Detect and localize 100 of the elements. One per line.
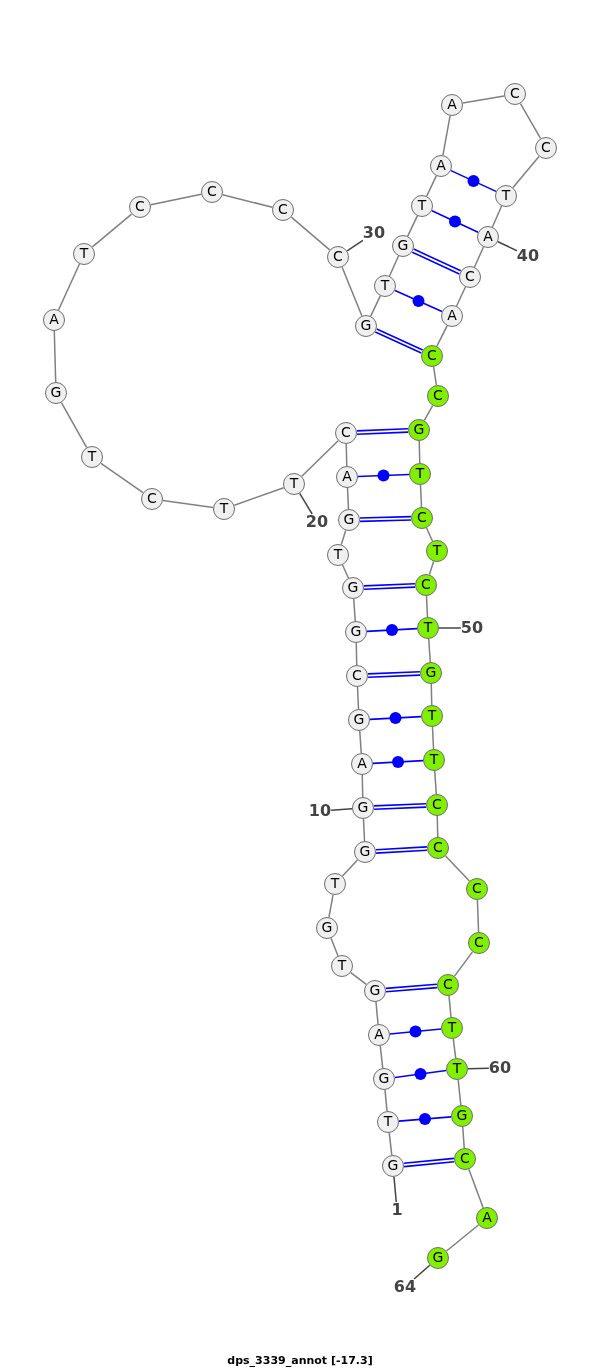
leader-line (497, 240, 518, 252)
backbone-line (519, 102, 542, 140)
backbone-line (57, 263, 81, 311)
base-pair-line (402, 1157, 456, 1168)
backbone-line (91, 213, 133, 248)
nucleotide-circle: T (283, 473, 305, 495)
nucleotide-circle: T (73, 243, 95, 265)
nucleotide-circle: G (352, 797, 374, 819)
nucleotide-circle: T (426, 540, 448, 562)
nucleotide-circle: A (336, 466, 358, 488)
nucleotide-circle: T (495, 185, 517, 207)
nucleotide-circle: T (81, 446, 103, 468)
backbone-line (457, 1079, 462, 1106)
base-pair-line (374, 328, 424, 354)
backbone-line (53, 330, 57, 383)
nucleotide-circle: G (342, 577, 364, 599)
backbone-line (462, 95, 505, 104)
backbone-line (150, 193, 202, 206)
leader-line (346, 239, 364, 252)
nucleotide-circle: C (411, 507, 433, 529)
nucleotide-circle: A (351, 753, 373, 775)
backbone-line (233, 486, 285, 507)
nucleotide-circle: C (468, 932, 490, 954)
leader-line (467, 1067, 490, 1070)
leader-line (330, 808, 353, 811)
nucleotide-circle: G (316, 917, 338, 939)
backbone-line (341, 266, 363, 317)
backbone-line (430, 683, 433, 706)
nucleotide-circle: T (441, 1017, 463, 1039)
base-pair-line (411, 248, 462, 275)
nucleotide-circle: T (417, 617, 439, 639)
nucleotide-circle: C (459, 266, 481, 288)
nucleotide-circle: A (430, 155, 452, 177)
nucleotide-circle: C (535, 137, 557, 159)
backbone-line (468, 1168, 484, 1209)
backbone-line (355, 642, 358, 666)
nucleotide-circle: T (374, 275, 396, 297)
backbone-line (453, 951, 474, 977)
base-pair-line (389, 1028, 442, 1035)
position-number: 1 (391, 1202, 403, 1218)
nucleotide-circle: C (437, 974, 459, 996)
base-pair-line (394, 1069, 447, 1079)
nucleotide-circle: A (441, 94, 463, 116)
backbone-line (221, 193, 274, 209)
nucleotide-circle: T (331, 955, 353, 977)
nucleotide-circle: T (446, 1058, 468, 1080)
base-pair-line (359, 515, 412, 523)
base-pair-line (372, 759, 424, 765)
position-number: 10 (308, 803, 332, 819)
backbone-line (356, 686, 360, 710)
nucleotide-circle: T (409, 463, 431, 485)
backbone-line (476, 899, 480, 933)
backbone-line (290, 216, 331, 251)
leader-line (298, 492, 313, 515)
backbone-line (379, 1045, 384, 1069)
nucleotide-circle: C (421, 345, 443, 367)
backbone-line (473, 246, 485, 268)
leader-line (413, 1264, 431, 1280)
backbone-line (419, 484, 423, 508)
backbone-line (425, 175, 438, 197)
backbone-line (455, 286, 467, 307)
backbone-line (445, 1224, 480, 1252)
backbone-line (330, 937, 339, 957)
leader-line (393, 1176, 397, 1203)
nucleotide-circle: G (354, 841, 376, 863)
nucleotide-circle: G (408, 419, 430, 441)
backbone-line (100, 462, 144, 494)
nucleotide-circle: T (327, 544, 349, 566)
backbone-line (434, 770, 437, 795)
position-number: 30 (362, 225, 386, 241)
nucleotide-circle: C (427, 837, 449, 859)
backbone-line (350, 971, 367, 986)
nucleotide-circle: T (423, 749, 445, 771)
nucleotide-circle: G (382, 1155, 404, 1177)
base-pair-line (398, 1116, 452, 1122)
nucleotide-circle: G (451, 1105, 473, 1127)
nucleotide-circle: G (45, 382, 67, 404)
nucleotide-circle: T (411, 195, 433, 217)
base-pair-line (394, 289, 443, 313)
nucleotide-circle: G (355, 315, 377, 337)
nucleotide-circle: G (364, 980, 386, 1002)
nucleotide-circle: T (324, 873, 346, 895)
backbone-line (388, 255, 400, 277)
backbone-line (462, 1126, 465, 1149)
nucleotide-circle: C (346, 665, 368, 687)
backbone-line (359, 730, 362, 754)
nucleotide-circle: C (129, 196, 151, 218)
base-pair-line (431, 209, 479, 234)
backbone-line (512, 155, 540, 189)
nucleotide-circle: C (454, 1148, 476, 1170)
base-pair-line (367, 670, 421, 679)
nucleotide-circle: C (427, 385, 449, 407)
position-number: 50 (460, 620, 484, 636)
base-pair-line (375, 846, 428, 854)
base-pair-line (450, 169, 497, 193)
backbone-line (361, 774, 364, 798)
backbone-line (369, 295, 382, 317)
position-number: 64 (393, 1279, 417, 1295)
base-pair-line (369, 715, 422, 721)
nucleotide-circle: C (327, 246, 349, 268)
